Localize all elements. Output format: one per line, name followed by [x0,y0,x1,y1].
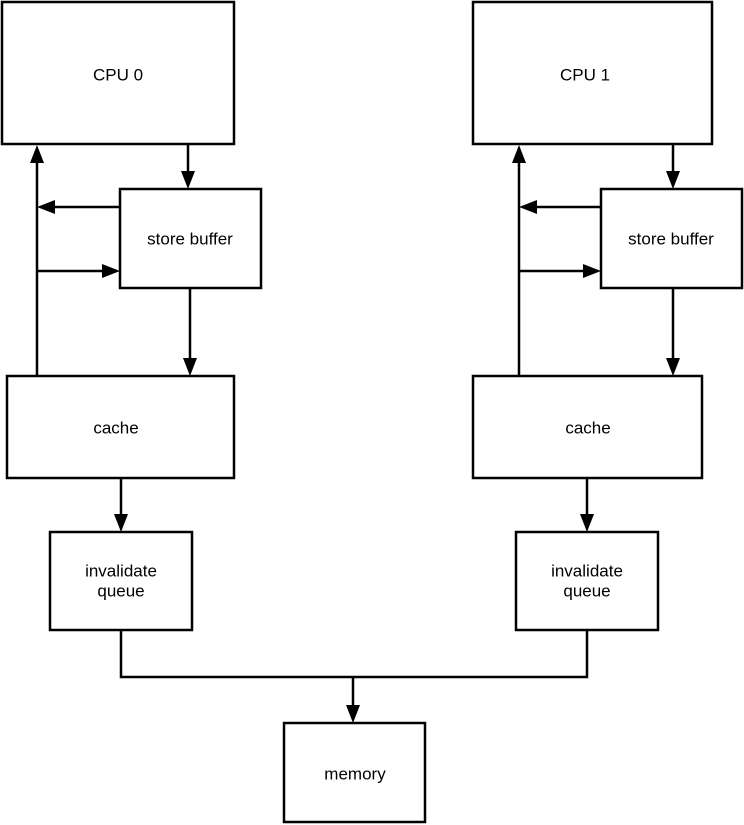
cpu1-label: CPU 1 [560,65,610,84]
cpu0-label: CPU 0 [93,65,143,84]
memory-label: memory [324,764,386,783]
cache0-to-invq0-arrowhead [114,514,128,532]
bus-to-memory-arrowhead [346,705,360,723]
cache1-to-cpu1-arrowhead [512,145,526,163]
store-buffer-1-box [599,187,744,290]
store-buffer-0-box [118,187,263,290]
cpu1-to-storebuffer1-arrowhead [666,171,680,189]
cache1-to-invq1-arrowhead [580,514,594,532]
store-buffer-1-label: store buffer [628,229,714,248]
cache-1-label: cache [565,418,610,437]
cpu1-box [471,0,714,146]
invalidate-queue-0-label-line1: invalidate [85,561,157,580]
storebuffer1-to-cache1-arrowhead [666,358,680,376]
storebuffer1-forward-arrowhead [519,200,537,214]
cache-1-box [471,374,704,480]
invalidate-queue-0-box [48,530,194,632]
cpu1-subsystem: CPU 1 store buffer cache invalidate queu… [471,0,744,632]
cpu0-box [0,0,236,146]
invalidate-queue-0-label-line2: queue [97,581,144,600]
cpu0-to-storebuffer0-arrowhead [181,171,195,189]
cpu0-subsystem: CPU 0 store buffer cache invalidate queu… [0,0,263,632]
storebuffer0-forward-arrowhead [37,200,55,214]
memory-box [282,721,427,824]
memory-bus: memory [119,630,589,824]
bus-line [119,630,589,679]
cache-0-box [5,374,236,480]
invalidate-queue-1-label-line1: invalidate [551,561,623,580]
store-buffer-0-label: store buffer [147,229,233,248]
invalidate-queue-1-label-line2: queue [563,581,610,600]
storebuffer0-to-cache0-arrowhead [183,358,197,376]
cpu0-path-to-storebuffer0-arrowhead [102,264,120,278]
cpu1-path-to-storebuffer1-arrowhead [583,264,601,278]
invalidate-queue-1-box [514,530,660,632]
cache-0-label: cache [93,418,138,437]
cache0-to-cpu0-arrowhead [30,145,44,163]
